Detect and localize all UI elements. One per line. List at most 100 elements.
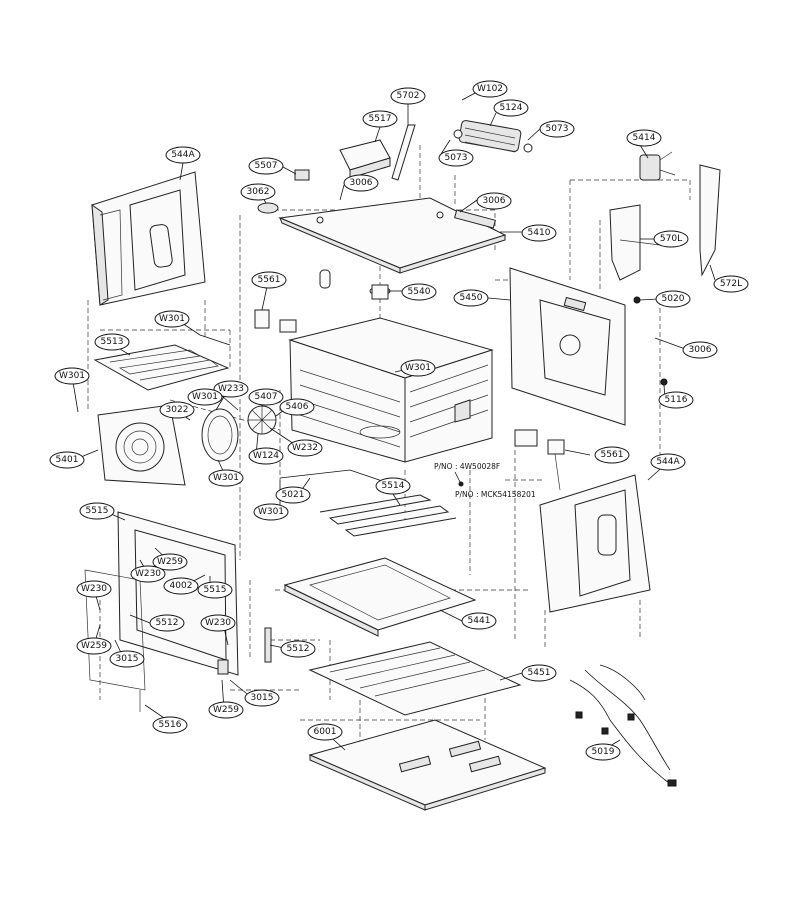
callout-label: 544A <box>171 150 195 160</box>
part-5414 <box>639 151 676 181</box>
callout-label: 5116 <box>665 395 688 405</box>
callout-label: 3006 <box>689 345 712 355</box>
callout-w230c: W230 <box>200 614 236 632</box>
callout-label: 3062 <box>247 187 270 197</box>
callout-w233: W233 <box>213 380 249 398</box>
callout-5517: 5517 <box>362 110 398 128</box>
callout-w301f: W301 <box>253 503 289 521</box>
callout-label: W301 <box>192 392 218 402</box>
pno-label-2: P/NO : MCK54158201 <box>455 490 536 499</box>
callout-w301c: W301 <box>400 359 436 377</box>
callout-label: 5019 <box>592 747 615 757</box>
callout-label: 5020 <box>662 294 685 304</box>
callout-3006a: 3006 <box>343 174 379 192</box>
callout-5515b: 5515 <box>197 581 233 599</box>
callout-label: 6001 <box>314 727 337 737</box>
part-5020 <box>633 296 641 304</box>
convection-element <box>201 408 239 462</box>
callout-label: 5561 <box>258 275 281 285</box>
callout-label: W301 <box>405 363 431 373</box>
callout-w301a: W301 <box>154 310 190 328</box>
callout-label: 572L <box>720 279 742 289</box>
back-panel-5450 <box>509 267 626 426</box>
callout-w102: W102 <box>472 80 508 98</box>
callout-5540: 5540 <box>401 283 437 301</box>
callout-label: 5513 <box>101 337 124 347</box>
callout-label: W301 <box>159 314 185 324</box>
callout-5561a: 5561 <box>251 271 287 289</box>
callout-3022: 3022 <box>159 401 195 419</box>
part-5561-top <box>254 309 297 333</box>
callout-5451: 5451 <box>521 664 557 682</box>
part-number-notes: P/NO : 4W50028F P/NO : MCK54158201 <box>434 462 536 499</box>
callout-w230a: W230 <box>130 565 166 583</box>
callout-5512b: 5512 <box>280 640 316 658</box>
callout-w230b: W230 <box>76 580 112 598</box>
callout-label: 5517 <box>369 114 392 124</box>
callout-label: 570L <box>660 234 682 244</box>
part-5540 <box>319 269 391 300</box>
callout-label: 5507 <box>255 161 278 171</box>
callout-w301d: W301 <box>187 388 223 406</box>
callout-3006b: 3006 <box>476 192 512 210</box>
callout-label: 5407 <box>255 392 278 402</box>
callout-w259a: W259 <box>152 553 188 571</box>
callout-5410: 5410 <box>521 224 557 242</box>
part-5507 <box>294 169 310 181</box>
part-3062 <box>257 202 279 214</box>
callout-label: W233 <box>218 384 244 394</box>
callout-label: 4002 <box>170 581 193 591</box>
callout-label: 5450 <box>460 293 483 303</box>
callout-5702: 5702 <box>390 87 426 105</box>
callout-3062: 3062 <box>240 183 276 201</box>
callout-label: W232 <box>292 443 318 453</box>
sensor-5021 <box>279 469 386 483</box>
callout-label: 5410 <box>528 228 551 238</box>
callout-5507: 5507 <box>248 157 284 175</box>
callout-label: W230 <box>135 569 161 579</box>
bottom-plate-5451 <box>308 641 522 716</box>
callout-label: 5124 <box>500 103 523 113</box>
callout-5450: 5450 <box>453 289 489 307</box>
callout-label: 5451 <box>528 668 551 678</box>
callout-label: W124 <box>253 451 279 461</box>
callout-label: 5073 <box>546 124 569 134</box>
callout-572l: 572L <box>713 275 749 293</box>
callout-label: 5516 <box>159 720 182 730</box>
callout-w124: W124 <box>248 447 284 465</box>
callout-5414: 5414 <box>626 129 662 147</box>
side-panel-544a-mid <box>539 474 651 613</box>
callout-label: W259 <box>157 557 183 567</box>
callout-3015b: 3015 <box>244 689 280 707</box>
callout-label: 544A <box>656 457 680 467</box>
callout-5516: 5516 <box>152 716 188 734</box>
callout-label: 5441 <box>468 616 491 626</box>
callout-label: 5540 <box>408 287 431 297</box>
part-5702 <box>391 124 416 181</box>
callout-label: 3015 <box>251 693 274 703</box>
pno-label-1: P/NO : 4W50028F <box>434 462 500 471</box>
callout-label: 5561 <box>601 450 624 460</box>
callout-w301e: W301 <box>208 469 244 487</box>
callout-5515a: 5515 <box>79 502 115 520</box>
callout-5513: 5513 <box>94 333 130 351</box>
callout-label: 5021 <box>282 490 305 500</box>
callout-6001: 6001 <box>307 723 343 741</box>
callout-4002: 4002 <box>163 577 199 595</box>
callout-label: 3015 <box>116 654 139 664</box>
part-5124 <box>453 120 533 153</box>
part-570l <box>609 204 661 281</box>
wire-harness-5019 <box>569 664 677 787</box>
callout-5514: 5514 <box>375 477 411 495</box>
callout-label: 5401 <box>56 455 79 465</box>
heater-5514 <box>319 494 457 537</box>
callout-3015a: 3015 <box>109 650 145 668</box>
top-plate-5410 <box>278 197 507 274</box>
callout-label: 5073 <box>445 153 468 163</box>
callout-label: 5702 <box>397 91 420 101</box>
oven-cavity <box>288 317 494 463</box>
callout-label: 5515 <box>86 506 109 516</box>
callout-5021: 5021 <box>275 486 311 504</box>
base-6001 <box>308 719 547 811</box>
